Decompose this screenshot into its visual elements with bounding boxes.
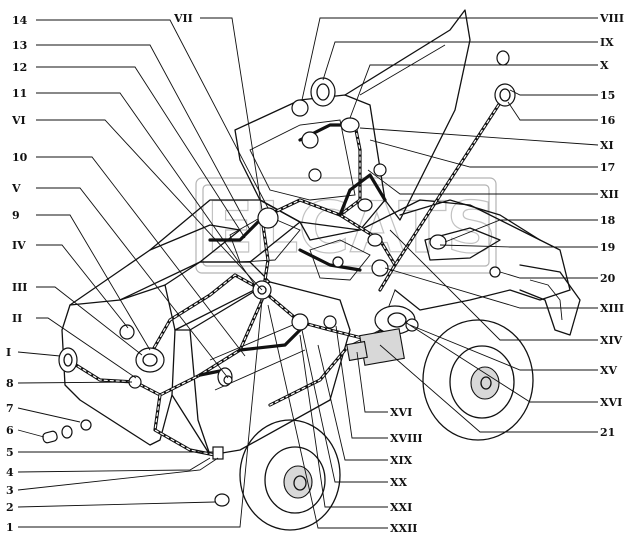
callout-20: 20	[600, 272, 616, 285]
callout-labels: 14 13 12 11 VI 10 V 9 IV III II I 8 7 6 …	[6, 12, 624, 535]
rear-wheel	[422, 319, 534, 441]
callout-xiii: XIII	[600, 302, 624, 315]
callout-21: 21	[600, 426, 615, 439]
callout-xiv: XIV	[600, 334, 623, 347]
callout-xviii: XVIII	[390, 432, 423, 445]
components	[42, 50, 516, 507]
callout-19: 19	[600, 241, 615, 254]
watermark-text: ELCATS	[206, 187, 497, 269]
callout-18: 18	[600, 214, 616, 227]
callout-v: V	[11, 182, 21, 195]
callout-16: 16	[600, 114, 616, 127]
callout-x: X	[600, 59, 609, 72]
callout-xxii: XXII	[390, 522, 417, 535]
callout-11: 11	[12, 87, 27, 100]
callout-17: 17	[600, 161, 615, 174]
callout-6: 6	[6, 424, 14, 437]
callout-3: 3	[6, 484, 14, 497]
callout-xxi: XXI	[390, 501, 412, 514]
callout-4: 4	[6, 466, 14, 479]
callout-iv: IV	[12, 239, 26, 252]
callout-xx: XX	[390, 476, 408, 489]
callout-xii: XII	[600, 188, 619, 201]
callout-xv: XV	[600, 364, 618, 377]
callout-xvi-middle: XVI	[390, 406, 412, 419]
callout-vi-left: VI	[11, 114, 26, 127]
callout-15: 15	[600, 89, 615, 102]
front-wheel	[239, 419, 341, 531]
callout-1: 1	[6, 521, 14, 534]
callout-xvi-right: XVI	[600, 396, 622, 409]
callout-7: 7	[6, 402, 14, 415]
callout-ix: IX	[600, 36, 614, 49]
callout-9: 9	[12, 209, 20, 222]
callout-2: 2	[6, 501, 14, 514]
callout-13: 13	[12, 39, 27, 52]
callout-xi: XI	[600, 139, 614, 152]
callout-i: I	[6, 346, 11, 359]
wiring-harness	[66, 93, 507, 457]
callout-viii: VIII	[599, 12, 624, 25]
callout-xix: XIX	[390, 454, 413, 467]
callout-ii: II	[12, 312, 22, 325]
callout-iii: III	[12, 281, 27, 294]
callout-8: 8	[6, 377, 14, 390]
callout-10: 10	[12, 151, 28, 164]
callout-14: 14	[12, 14, 28, 27]
callout-vii: VII	[173, 12, 193, 25]
callout-5: 5	[6, 446, 14, 459]
leader-lines	[17, 17, 599, 529]
callout-12: 12	[12, 61, 27, 74]
